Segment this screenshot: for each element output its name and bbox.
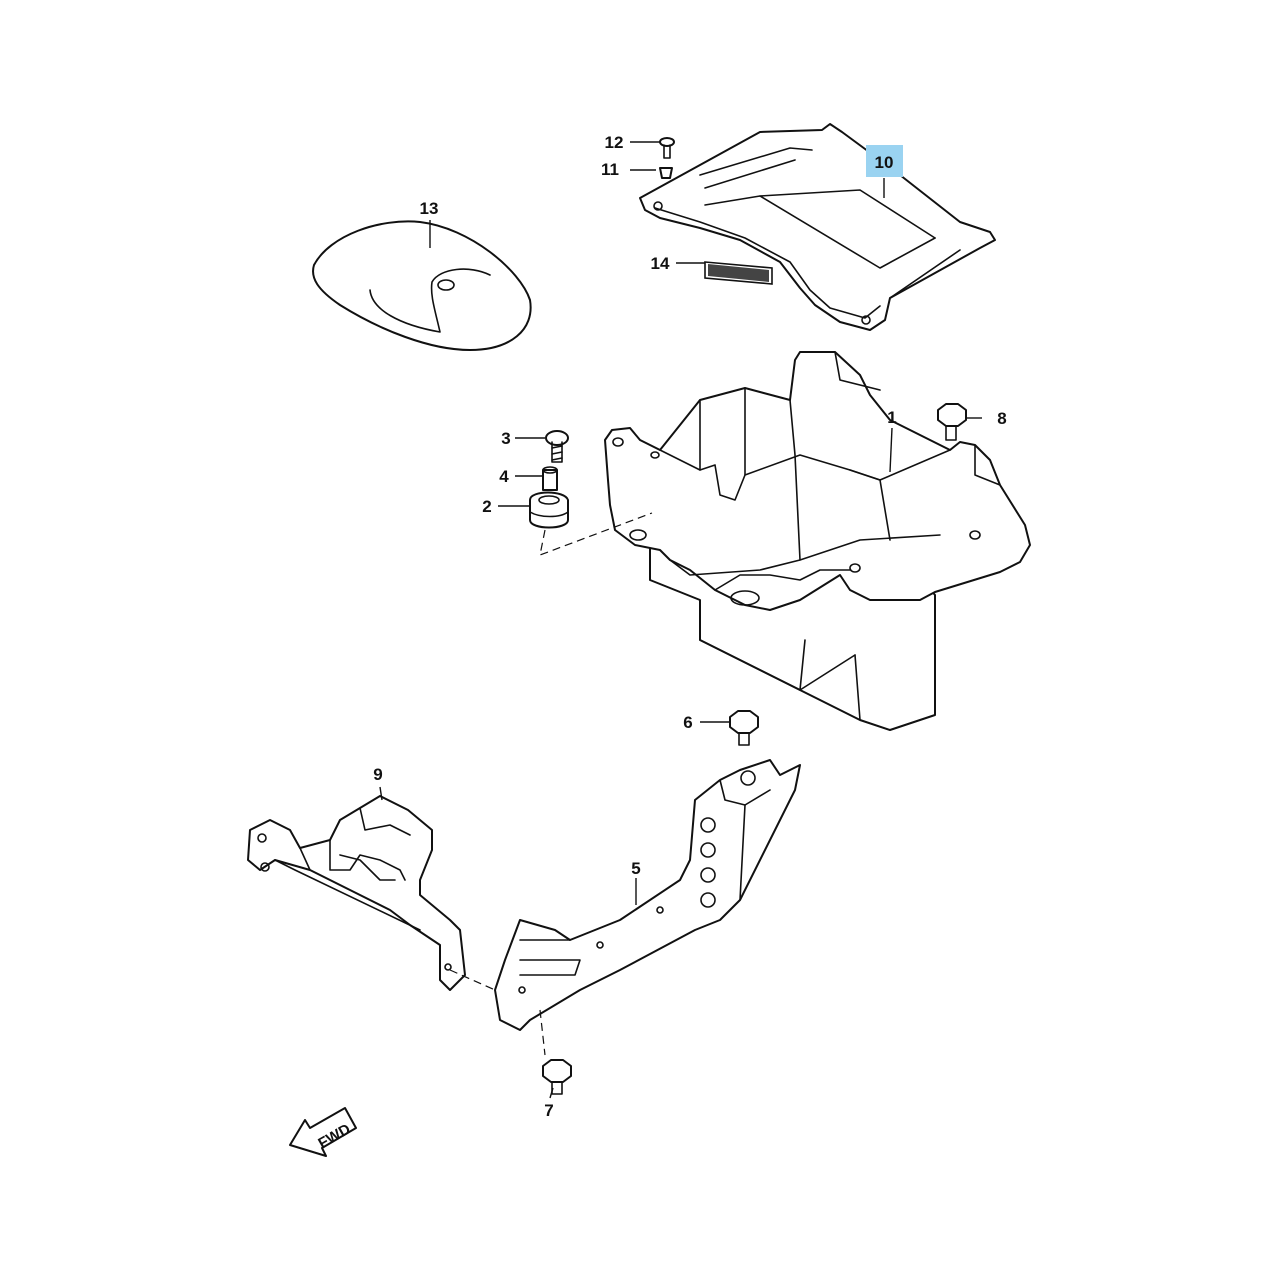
part-11-clip [659, 167, 673, 179]
part-6-bolt [729, 710, 759, 746]
callout-7: 7 [544, 1101, 553, 1120]
callout-5: 5 [631, 859, 640, 878]
callout-9: 9 [373, 765, 382, 784]
part-1-battery-tray [604, 351, 1031, 731]
part-3-bolt [545, 430, 569, 463]
part-5-bracket [494, 759, 801, 1031]
callout-10-highlight [866, 145, 903, 177]
part-8-bolt [937, 403, 967, 441]
callout-4: 4 [499, 467, 509, 486]
callout-labels: 10 12 11 13 14 1 8 3 4 2 6 9 5 7 [373, 133, 1006, 1120]
callout-14: 14 [651, 254, 670, 273]
part-2-grommet [529, 491, 569, 529]
part-7-bolt [542, 1059, 572, 1095]
callout-1: 1 [887, 408, 896, 427]
callout-12: 12 [605, 133, 624, 152]
callout-10: 10 [875, 153, 894, 172]
part-4-collar [542, 466, 558, 491]
callout-11: 11 [601, 160, 619, 179]
part-9-bracket [247, 795, 466, 991]
fwd-direction-arrow: FWD [289, 1107, 357, 1157]
callout-3: 3 [501, 429, 510, 448]
callout-8: 8 [997, 409, 1006, 428]
callout-2: 2 [482, 497, 491, 516]
part-10-cover-plate [639, 123, 996, 331]
leader-lines [379, 141, 982, 1099]
part-12-screw [659, 137, 675, 159]
part-13-seat-pad [312, 220, 532, 351]
callout-6: 6 [683, 713, 692, 732]
callout-13: 13 [420, 199, 439, 218]
part-14-pad [704, 261, 773, 285]
